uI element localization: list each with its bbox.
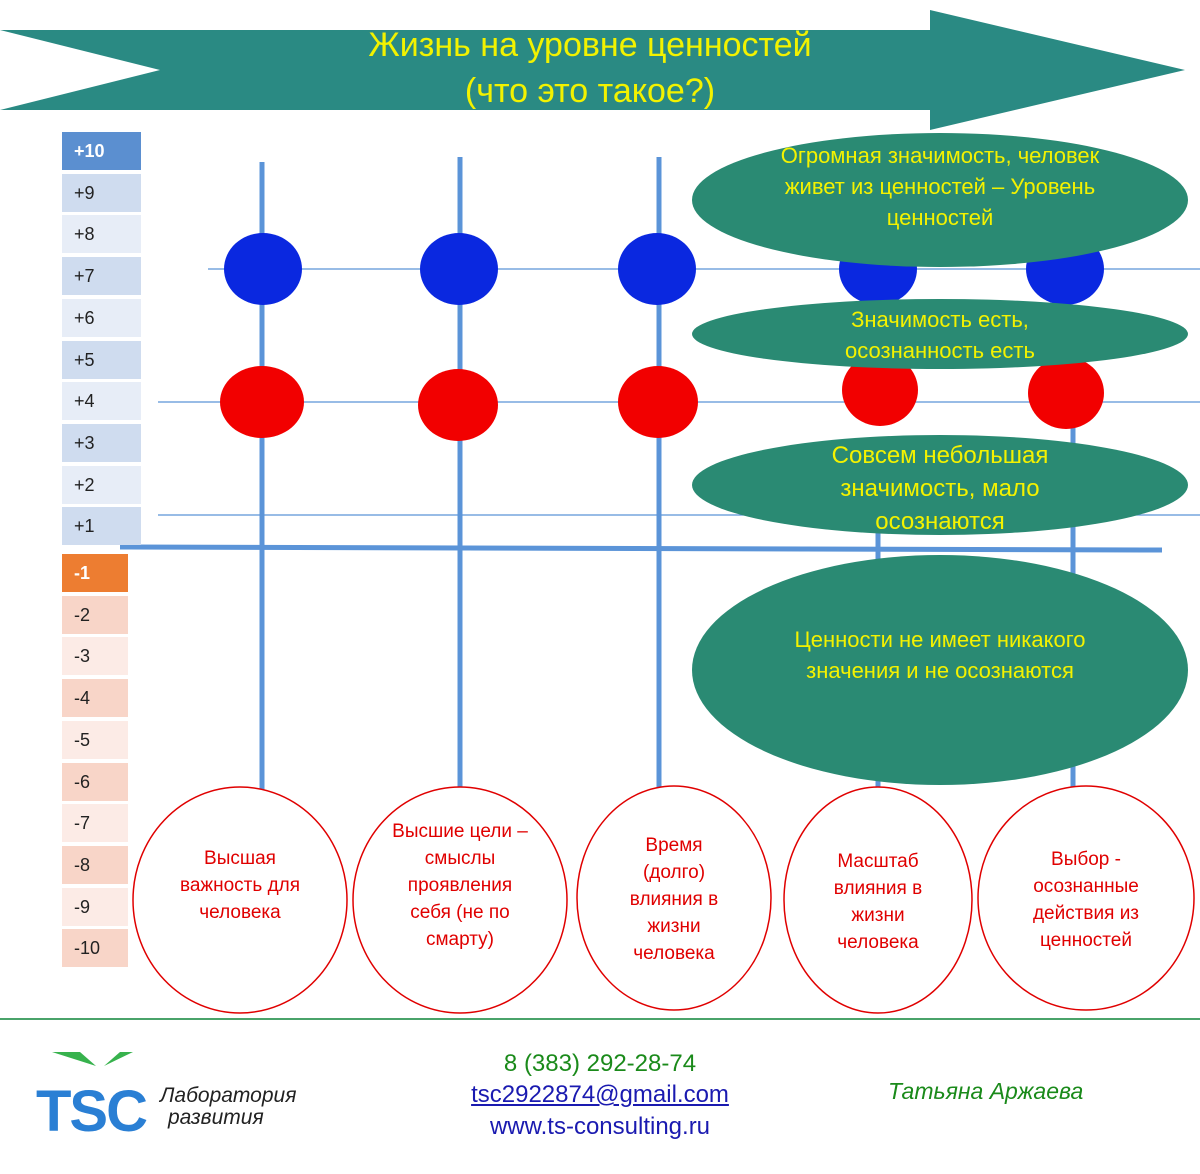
logo-tagline-1: Лаборатория — [160, 1084, 297, 1107]
logo-tagline-2: развития — [168, 1106, 264, 1129]
level-ellipses — [692, 133, 1188, 785]
contact-website-link[interactable]: www.ts-consulting.ru — [489, 1113, 711, 1140]
logo-mark — [52, 1052, 133, 1066]
scale-cell: -7 — [62, 804, 128, 842]
scale-cell: +1 — [62, 507, 141, 545]
scale-cell: -6 — [62, 763, 128, 801]
footer-divider — [0, 1018, 1200, 1020]
criterion-scale: Масштаб влияния в жизни человека — [833, 851, 923, 953]
logo-brand: TSC — [36, 1079, 148, 1144]
title-arrow — [0, 10, 1185, 130]
criterion-choice: Выбор - осознанные действия из ценностей — [1032, 849, 1140, 951]
scale-cell: -10 — [62, 929, 128, 967]
criteria-circles — [132, 785, 1195, 1014]
scale-cell: -5 — [62, 721, 128, 759]
scale-cell: +5 — [62, 341, 141, 379]
zero-axis — [119, 544, 1163, 553]
scale-cell: -1 — [62, 554, 128, 592]
scale-cell: +3 — [62, 424, 141, 462]
red-markers — [220, 354, 1104, 441]
scale-cell: -9 — [62, 888, 128, 926]
scale-cell: -8 — [62, 846, 128, 884]
level-label-none: Ценности не имеет никакого значения и не… — [794, 627, 1086, 683]
contact-email-link[interactable]: tsc2922874@gmail.com — [471, 1081, 729, 1108]
level-label-values: Огромная значимость, человек живет из це… — [780, 143, 1100, 230]
scale-cell: -2 — [62, 596, 128, 634]
scale-cell: +10 — [62, 132, 141, 170]
scale-cell: -4 — [62, 679, 128, 717]
scale-cell: +9 — [62, 174, 141, 212]
title-line-1: Жизнь на уровне ценностей — [368, 26, 812, 64]
contact-phone: 8 (383) 292-28-74 — [503, 1050, 697, 1077]
level-label-aware: Значимость есть, осознанность есть — [845, 307, 1035, 363]
scale-cell: +7 — [62, 257, 141, 295]
level-label-small: Совсем небольшая значимость, мало осозна… — [831, 442, 1049, 535]
page-title: Жизнь на уровне ценностей (что это такое… — [240, 22, 940, 114]
criterion-importance: Высшая важность для человека — [179, 848, 301, 923]
author-name: Татьяна Аржаева — [888, 1078, 1084, 1104]
scale-cell: +4 — [62, 382, 141, 420]
scale-cell: -3 — [62, 637, 128, 675]
criterion-time: Время (долго) влияния в жизни человека — [629, 835, 719, 964]
scale-cell: +2 — [62, 466, 141, 504]
scale-cell: +6 — [62, 299, 141, 337]
scale-cell: +8 — [62, 215, 141, 253]
title-line-2: (что это такое?) — [464, 72, 716, 110]
criterion-goals: Высшие цели – смыслы проявления себя (не… — [392, 821, 528, 950]
